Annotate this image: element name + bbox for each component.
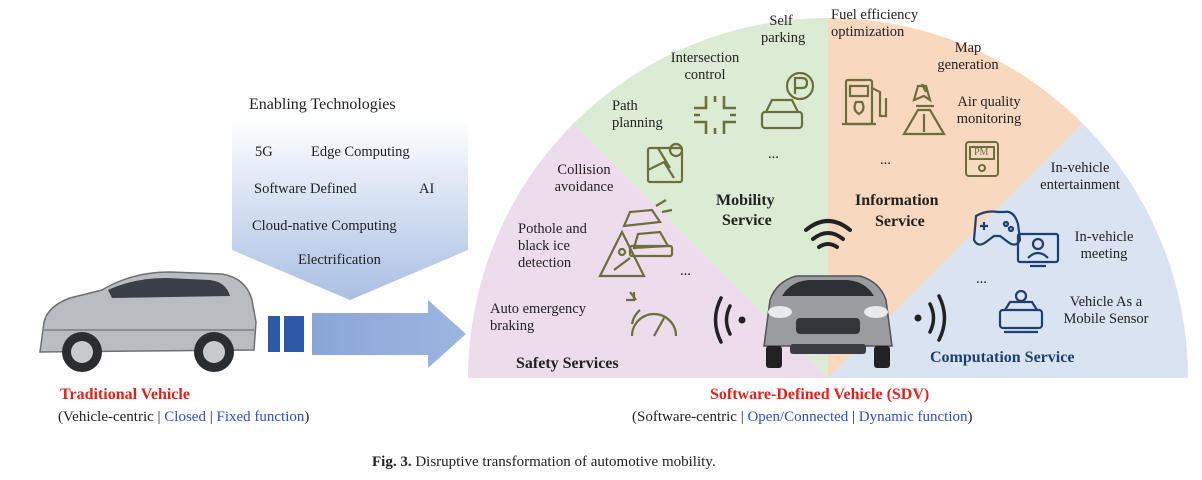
fuel-pump-icon bbox=[842, 78, 888, 126]
sdv-title-text: Software-Defined Vehicle (SDV) bbox=[710, 386, 930, 403]
computation-item-sensor: Vehicle As a Mobile Sensor bbox=[1063, 294, 1149, 327]
safety-more: ... bbox=[680, 263, 691, 279]
pm-label: PM bbox=[974, 147, 989, 158]
enabling-item-edge: Edge Computing bbox=[311, 144, 410, 160]
enabling-item-5g: 5G bbox=[255, 144, 273, 160]
mobility-service-title-line1: Mobility bbox=[716, 192, 775, 209]
safety-sector bbox=[468, 123, 828, 379]
information-more: ... bbox=[880, 152, 891, 168]
left-signal-icon bbox=[713, 296, 746, 344]
traditional-vehicle-image bbox=[39, 271, 257, 372]
information-service-title-line1: Information bbox=[855, 192, 939, 209]
safety-item-braking: Auto emergency braking bbox=[490, 301, 586, 334]
sdv-part2: Open/Connected bbox=[747, 409, 849, 425]
computation-more: ... bbox=[976, 271, 987, 287]
sdv-open-paren: ( bbox=[632, 409, 637, 425]
information-item-fuel: Fuel efficiency optimization bbox=[831, 7, 919, 40]
enabling-funnel bbox=[232, 118, 468, 300]
computation-service-title: Computation Service bbox=[930, 349, 1075, 366]
sdv-title: Software-Defined Vehicle (SDV) bbox=[710, 386, 929, 404]
computation-item-meeting: In-vehicle meeting bbox=[1074, 229, 1134, 262]
sdv-part3: Dynamic function bbox=[858, 409, 968, 425]
sdv-close-paren: ) bbox=[967, 409, 973, 425]
enabling-item-software: Software Defined bbox=[254, 181, 357, 197]
traditional-vehicle-title: Traditional Vehicle bbox=[60, 386, 190, 404]
safety-service-title: Safety Services bbox=[516, 355, 619, 372]
sdv-part1: Software-centric bbox=[637, 409, 737, 425]
figure-label: Fig. 3. bbox=[372, 454, 412, 470]
traditional-part2: Closed bbox=[164, 409, 206, 425]
mobile-sensor-car-icon bbox=[998, 289, 1044, 334]
traditional-part1: Vehicle-centric bbox=[63, 409, 154, 425]
wifi-icon bbox=[804, 219, 852, 249]
safety-item-collision: Collision avoidance bbox=[554, 162, 614, 195]
information-item-air: Air quality monitoring bbox=[956, 94, 1022, 127]
intersection-icon bbox=[694, 96, 736, 134]
enabling-title: Enabling Technologies bbox=[249, 96, 396, 113]
traditional-sep2: | bbox=[205, 409, 217, 425]
parking-icon bbox=[760, 71, 815, 130]
collision-icon bbox=[622, 199, 674, 258]
right-signal-icon bbox=[914, 294, 947, 342]
braking-speedometer-icon bbox=[626, 291, 678, 337]
safety-item-pothole: Pothole and black ice detection bbox=[518, 221, 587, 271]
map-road-icon bbox=[902, 83, 946, 136]
enabling-item-cloud: Cloud-native Computing bbox=[252, 218, 397, 234]
sdv-car-image bbox=[763, 275, 893, 368]
pothole-warning-icon bbox=[598, 229, 646, 278]
information-service-title-line2: Service bbox=[875, 213, 925, 230]
computation-item-entertainment: In-vehicle entertainment bbox=[1040, 160, 1120, 193]
sdv-sep2: | bbox=[848, 409, 859, 425]
arrow-bar-1 bbox=[268, 316, 280, 352]
computation-sector bbox=[828, 123, 1188, 379]
enabling-item-ai: AI bbox=[419, 181, 435, 197]
traditional-part3: Fixed function bbox=[216, 409, 305, 425]
arrow-bar-2 bbox=[284, 316, 304, 352]
information-sector bbox=[828, 17, 1083, 378]
mobility-item-intersection: Intersection control bbox=[670, 50, 740, 83]
path-planning-icon bbox=[646, 142, 684, 184]
traditional-title-text: Traditional Vehicle bbox=[60, 386, 190, 403]
air-quality-pm-icon bbox=[965, 141, 999, 177]
traditional-vehicle-desc: (Vehicle-centric | Closed | Fixed functi… bbox=[58, 409, 309, 426]
gamepad-icon bbox=[972, 210, 1022, 246]
mobility-service-title-line2: Service bbox=[722, 212, 772, 229]
mobility-item-path: Path planning bbox=[612, 98, 663, 131]
mobility-more: ... bbox=[768, 146, 779, 162]
sdv-desc: (Software-centric | Open/Connected | Dyn… bbox=[632, 409, 973, 426]
video-meeting-icon bbox=[1016, 232, 1060, 268]
traditional-close-paren: ) bbox=[304, 409, 310, 425]
mobility-item-parking: Self parking bbox=[761, 13, 806, 46]
figure-caption: Fig. 3. Disruptive transformation of aut… bbox=[372, 454, 716, 471]
transformation-arrow bbox=[312, 300, 466, 368]
figure-caption-text: Disruptive transformation of automotive … bbox=[411, 454, 716, 470]
traditional-sep1: | bbox=[153, 409, 165, 425]
information-item-map: Map generation bbox=[937, 40, 999, 73]
enabling-item-electrification: Electrification bbox=[298, 252, 381, 268]
traditional-open-paren: ( bbox=[58, 409, 63, 425]
mobility-sector bbox=[573, 18, 828, 378]
sdv-sep1: | bbox=[736, 409, 748, 425]
